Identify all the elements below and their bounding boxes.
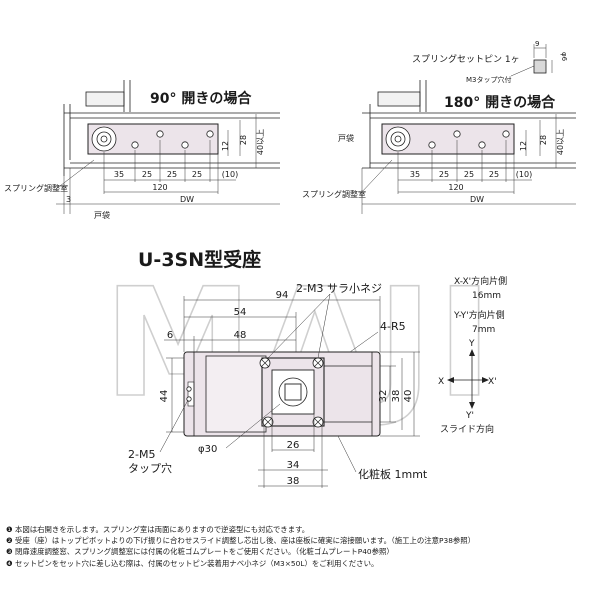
dim-6: 6 bbox=[167, 330, 173, 341]
dim-44: 44 bbox=[159, 390, 170, 403]
notes-block: ❶ 本図は右開きを示します。スプリング室は両面にありますので逆姿型にも対応できま… bbox=[6, 524, 596, 569]
label-cover-plate: 化粧板 1mmt bbox=[358, 467, 428, 481]
left-dim-28: 28 bbox=[239, 135, 248, 145]
right-dim-25a: 25 bbox=[439, 170, 449, 179]
dim-38b: 38 bbox=[287, 476, 300, 487]
right-dim-12: 12 bbox=[519, 141, 528, 151]
right-view-180: 180° 開きの場合 戸袋 12 28 40以上 35 25 25 bbox=[302, 80, 576, 214]
note-4: ❹ セットピンをセット穴に差し込む際は、付属のセットピン装着用ナベ小ネジ（M3×… bbox=[6, 558, 379, 568]
axis-xx-label: X-X'方向片側 bbox=[454, 275, 507, 287]
left-dim-25a: 25 bbox=[142, 170, 152, 179]
screw-top-right bbox=[312, 357, 324, 369]
right-dim-120: 120 bbox=[448, 183, 463, 192]
right-dim-28: 28 bbox=[539, 135, 548, 145]
axis-x: X bbox=[438, 377, 444, 387]
left-dim-40: 40以上 bbox=[256, 129, 265, 155]
right-dw: DW bbox=[470, 195, 484, 204]
spring-set-pin-detail: スプリングセットピン 1ヶ M3タップ穴付 9 φ6 bbox=[412, 40, 568, 84]
dim-94: 94 bbox=[276, 290, 289, 301]
screw-bottom-left bbox=[262, 416, 274, 428]
screw-bottom-right bbox=[312, 416, 324, 428]
left-dw: DW bbox=[180, 195, 194, 204]
note-1: ❶ 本図は右開きを示します。スプリング室は両面にありますので逆姿型にも対応できま… bbox=[6, 525, 310, 534]
dim-phi6: φ6 bbox=[560, 52, 568, 62]
set-pin-shape bbox=[533, 59, 547, 74]
left-dim-25c: 25 bbox=[192, 170, 202, 179]
right-door-pocket: 戸袋 bbox=[338, 133, 354, 143]
screw-top-left bbox=[259, 357, 271, 369]
right-spring-adjust: スプリング調整室 bbox=[302, 189, 366, 199]
left-dim-10: (10) bbox=[222, 170, 238, 179]
label-2m5: 2-M5 bbox=[128, 448, 155, 461]
left-dim-120: 120 bbox=[152, 183, 167, 192]
left-view-title: 90° 開きの場合 bbox=[150, 90, 252, 107]
spring-set-pin-label: スプリングセットピン 1ヶ bbox=[412, 53, 520, 65]
dim-9: 9 bbox=[535, 40, 539, 48]
dim-34: 34 bbox=[287, 460, 300, 471]
right-dim-25b: 25 bbox=[464, 170, 474, 179]
label-4r5: 4-R5 bbox=[380, 320, 406, 333]
axis-y: Y bbox=[468, 339, 475, 349]
axis-xx-value: 16mm bbox=[472, 291, 501, 301]
left-dim-35: 35 bbox=[114, 170, 124, 179]
main-title: U-3SN型受座 bbox=[138, 248, 261, 271]
left-dim-12: 12 bbox=[221, 141, 230, 151]
note-3: ❸ 閉扉速度調整窓、スプリング調整窓には付属の化粧ゴムプレートをご使用ください。… bbox=[6, 547, 394, 557]
slide-direction-label: スライド方向 bbox=[440, 423, 494, 435]
dim-32: 32 bbox=[378, 390, 389, 403]
left-dim-25b: 25 bbox=[167, 170, 177, 179]
dim-38: 38 bbox=[391, 390, 402, 403]
slide-direction-axes: Y X X' Y' スライド方向 bbox=[438, 339, 497, 435]
left-spring-adjust: スプリング調整室 bbox=[4, 183, 68, 193]
left-dim-3: 3 bbox=[66, 195, 71, 204]
right-dim-40: 40以上 bbox=[556, 129, 565, 155]
dim-54: 54 bbox=[234, 307, 247, 318]
note-2: ❷ 受座（座）はトップピボットよりの下げ振りに合わせスライド調整し芯出し後、座は… bbox=[6, 536, 476, 546]
axis-yy-label: Y-Y'方向片側 bbox=[453, 309, 505, 321]
main-view: U-3SN型受座 94 54 48 6 bbox=[128, 248, 507, 488]
dim-40: 40 bbox=[403, 390, 414, 403]
right-dim-25c: 25 bbox=[489, 170, 499, 179]
dim-48: 48 bbox=[234, 330, 247, 341]
left-door-pocket: 戸袋 bbox=[94, 210, 110, 220]
dim-phi30: φ30 bbox=[198, 444, 217, 455]
axis-x-prime: X' bbox=[488, 377, 497, 387]
axis-y-prime: Y' bbox=[465, 411, 474, 421]
right-view-title: 180° 開きの場合 bbox=[444, 94, 556, 111]
label-tap-hole: タップ穴 bbox=[128, 461, 172, 475]
axis-yy-value: 7mm bbox=[472, 325, 495, 335]
dim-26: 26 bbox=[287, 440, 300, 451]
left-view-90: 90° 開きの場合 12 28 40以上 bbox=[4, 80, 280, 220]
right-dim-10: (10) bbox=[516, 170, 532, 179]
m3-tap-label: M3タップ穴付 bbox=[466, 75, 512, 84]
right-dim-35: 35 bbox=[410, 170, 420, 179]
label-2m3-screw: 2-M3 サラ小ネジ bbox=[296, 282, 382, 295]
